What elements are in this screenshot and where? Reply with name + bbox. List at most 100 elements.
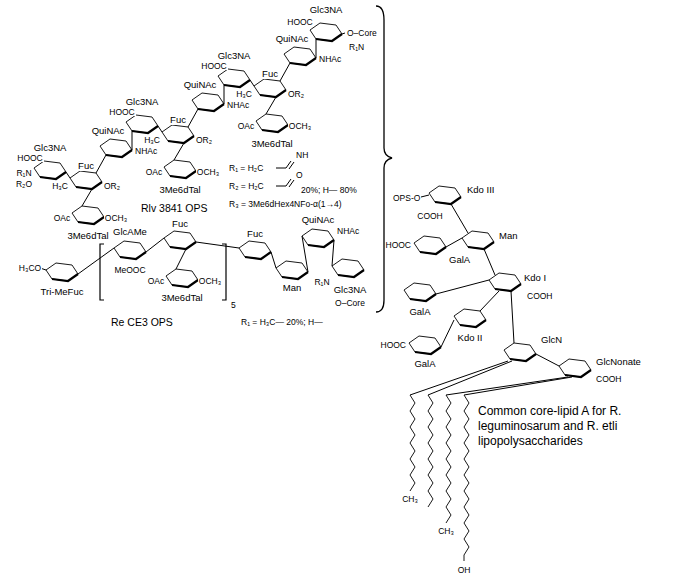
structure-label: GlcN [540,335,563,345]
structure-label: H₃CO [18,264,42,273]
structure-label: 3Me6dTal [158,185,201,195]
structure-label: OR₂ [103,182,121,191]
structure-label: H₃C [235,90,253,99]
sugar-ring [414,236,446,254]
core-rings [404,186,591,377]
sugar-ring [462,231,494,249]
structure-label: GlcNonate [595,357,642,367]
sugar-ring [454,309,486,327]
structure-label: Glc3NA [333,285,368,295]
structure-label: COOH [595,375,623,384]
fatty-acyl-chains [410,395,469,561]
structure-label: OH [457,566,472,575]
sugar-ring [34,161,66,179]
sugar-ring [254,79,286,97]
structure-label: 5 [230,301,237,310]
structure-label: R₁ = H₃C— 20%; H— [240,318,324,327]
structure-label: 3Me6dTal [250,139,293,149]
structure-label: O–Core [334,299,366,308]
sugar-ring [276,261,308,279]
glycosidic-bonds [40,236,334,274]
structure-label: OCH₃ [198,277,222,286]
structure-label: R₃ = 3Me6dHex4NFo-α(1→4) [228,200,343,209]
structure-label: HOOC [380,341,408,350]
structure-label: OAc [237,122,256,131]
sugar-ring [409,336,441,354]
structure-label: OAc [53,214,72,223]
glycosidic-bonds [66,33,345,206]
sugar-ring [332,259,364,277]
sugar-ring [284,47,316,65]
structure-label: Fuc [261,69,279,79]
structure-label: Glc3NA [125,97,160,107]
sugar-ring [302,229,334,247]
structure-label: Kdo I [523,273,547,283]
curly-brace [376,6,392,312]
re-chain-rings [46,229,364,287]
structure-label: QuiNAc [91,126,126,136]
structure-label: Fuc [169,115,187,125]
sugar-ring [239,241,271,259]
structure-label: COOH [526,292,554,301]
structure-label: OAc [147,277,166,286]
structure-label: NH [295,151,309,160]
structure-label: R₁N [313,278,330,287]
structure-label: QuiNAc [301,215,336,225]
structure-label: NHAc [134,147,158,156]
sugar-ring [70,171,102,189]
sugar-ring [489,273,521,291]
structure-label: Fuc [171,219,189,229]
glycosidic-bonds [410,195,572,395]
structure-label: Glc3NA [309,5,344,15]
sugar-ring [310,23,342,41]
structure-label: NHAc [226,101,250,110]
structure-label: 20%; H— 80% [300,186,358,195]
sugar-ring [404,283,436,301]
structure-label: Re CE3 OPS [110,317,174,328]
structure-label: HOOC [108,108,136,117]
sugar-ring [46,263,78,281]
structure-label: R₁N [348,43,365,52]
structure-label: GalA [408,307,431,317]
structure-label: QuiNAc [183,80,218,90]
figure-caption: Common core-lipid A for R. leguminosarum… [478,404,650,449]
structure-label: HOOC [385,241,413,250]
structure-label: Tri-MeFuc [40,287,85,297]
structure-label: 3Me6dTal [66,231,109,241]
structure-label: OCH₃ [288,122,312,131]
structure-label: COOH [416,212,444,221]
sugar-ring [164,160,196,178]
structure-label: Fuc [77,161,95,171]
sugar-ring [218,69,250,87]
sugar-ring [504,343,536,361]
sugar-ring [100,139,132,157]
structure-label: HOOC [286,18,314,27]
repeat-brackets [100,244,226,300]
structure-label: MeOOC [113,266,146,275]
structure-label: Glc3NA [217,51,252,61]
sugar-ring [162,125,194,143]
sugar-ring [256,114,288,132]
structure-label: OPS-O [392,194,421,203]
sugar-ring [166,269,198,287]
structure-label: H₃C [51,182,69,191]
structure-label: O–Core [346,29,378,38]
structure-label: OCH₃ [196,168,220,177]
sugar-ring [429,186,461,204]
structure-label: QuiNAc [275,34,310,44]
sugar-ring [72,206,104,224]
structure-label: OR₂ [195,136,213,145]
structure-label: OCH₃ [104,214,128,223]
structure-label: H₃C [143,136,161,145]
structure-label: Man [282,283,302,293]
structure-label: Fuc [246,229,264,239]
structure-label: R₁ = H₂C [228,164,264,173]
structure-label: R₂ = H₂C [228,182,265,191]
sugar-ring [559,359,591,377]
structure-label: Rlv 3841 OPS [140,203,209,214]
structure-label: Glc3NA [33,143,68,153]
structure-label: HOOC [16,154,44,163]
structure-label: O [295,171,304,180]
